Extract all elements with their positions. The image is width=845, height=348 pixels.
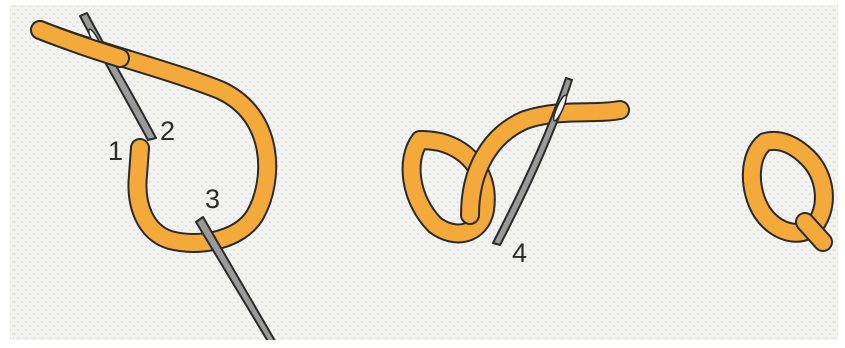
step-label-2: 2	[160, 116, 175, 146]
frame-left	[0, 0, 10, 348]
step-label-1: 1	[108, 136, 123, 166]
frame-bottom	[0, 340, 845, 348]
step-label-4: 4	[512, 238, 527, 268]
frame-top	[0, 0, 845, 5]
frame-right	[838, 0, 845, 348]
step-label-3: 3	[205, 184, 220, 214]
